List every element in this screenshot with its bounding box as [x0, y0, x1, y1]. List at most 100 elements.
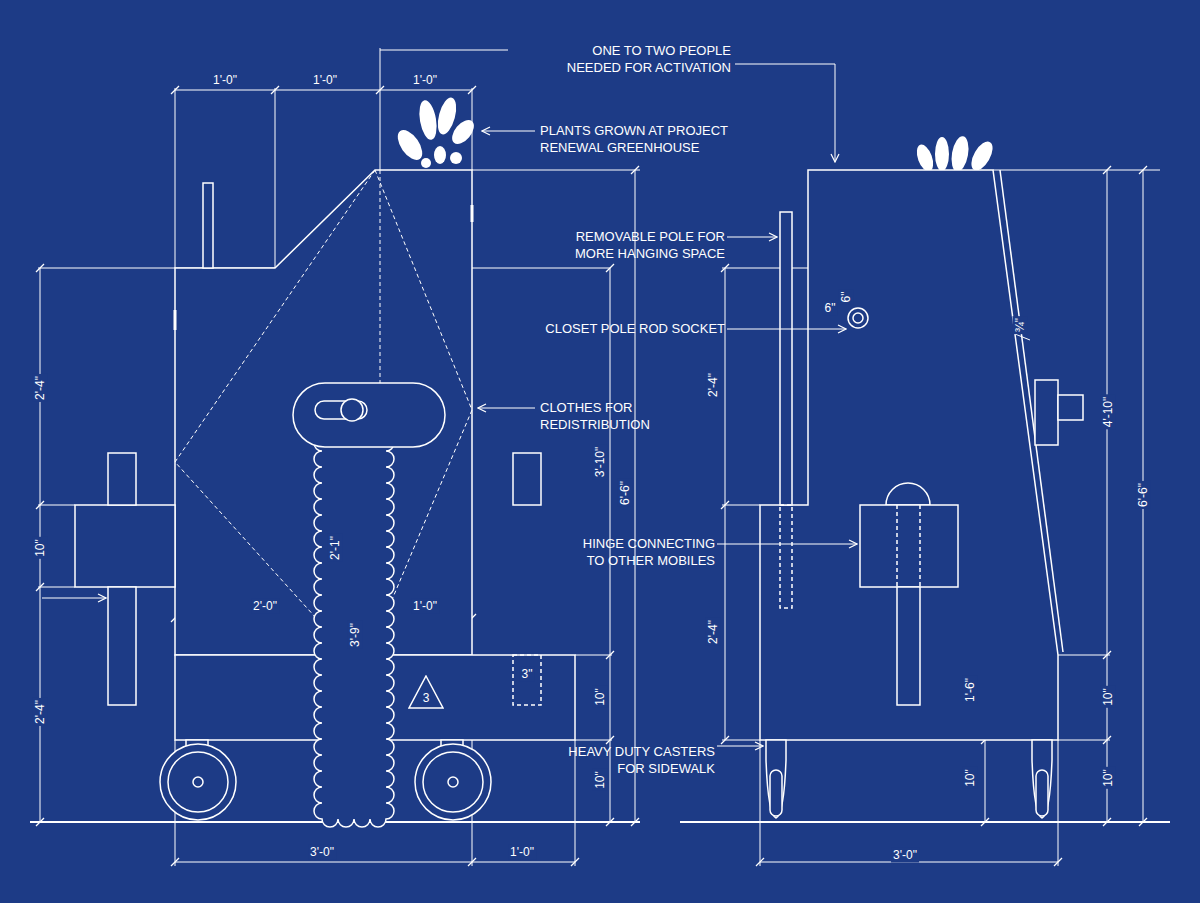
dimension-ticks: [1103, 651, 1111, 659]
dimension-ticks: [981, 818, 989, 826]
sidewalk-caster: [766, 740, 786, 818]
callout-note: ONE TO TWO PEOPLE NEEDED FOR ACTIVATION: [514, 42, 733, 76]
dimension-ticks: [376, 86, 384, 94]
callout-note: HINGE CONNECTING TO OTHER MOBILES: [563, 535, 717, 569]
dimension-text: 2'-4": [706, 618, 721, 646]
dimension-ticks: [606, 736, 614, 744]
mobile-front-elevation: [897, 587, 920, 705]
leader-line: [727, 329, 846, 330]
hanging-clothes: [314, 435, 394, 827]
plant-leaves: [967, 138, 997, 174]
leader-line: [42, 64, 857, 746]
sidewalk-caster: [766, 740, 1052, 818]
dimension-lines: [275, 88, 276, 268]
dimension-lines: [575, 655, 612, 656]
clothes-slot: [341, 399, 363, 421]
dimension-text: 6'-6": [618, 479, 633, 507]
dimension-lines: [380, 48, 381, 170]
dimension-text: 10": [963, 767, 978, 789]
mobile-front-elevation: [860, 505, 958, 587]
mobile-front-elevation: [780, 505, 792, 608]
dimension-ticks: [1054, 858, 1062, 866]
dimension-text: 2'-4": [33, 374, 48, 402]
dimension-lines: [1058, 655, 1110, 656]
dimension-text: 1'-0": [211, 73, 239, 88]
dimension-lines: [175, 88, 176, 268]
dimension-lines: [472, 88, 473, 170]
dimension-text: 6'-6": [1136, 481, 1151, 509]
mobile-front-elevation: [848, 308, 868, 328]
dimension-text: 3'-0": [308, 845, 336, 860]
dimension-ticks: [271, 86, 279, 94]
dimension-text: 1'-0": [411, 73, 439, 88]
caster-wheel: [448, 777, 458, 787]
plant-leaves: [448, 116, 478, 148]
dimension-ticks: [1139, 818, 1147, 826]
dimension-text: 1'-0": [411, 599, 439, 614]
caster-wheel: [160, 744, 236, 820]
callout-triangle: 3: [408, 675, 444, 709]
dimension-text: 10": [1101, 767, 1116, 789]
dimension-ticks: [606, 264, 614, 272]
dimension-text: 3'-0": [891, 848, 919, 863]
callout-number: 3: [423, 691, 430, 705]
dimension-ticks: [171, 86, 179, 94]
dimension-lines: [722, 740, 760, 741]
dimension-ticks: [631, 166, 639, 174]
dimension-lines: [575, 740, 612, 741]
dimension-ticks: [1103, 818, 1111, 826]
dimension-text: 10": [33, 537, 48, 559]
mobile-front-elevation: [919, 505, 921, 587]
dimension-text: 10": [1101, 686, 1116, 708]
dimension-ticks: [36, 501, 44, 509]
dimension-ticks: [571, 858, 579, 866]
ground-line: [680, 821, 1170, 823]
dimension-text: 1'-0": [508, 845, 536, 860]
mobile-side-elevation: [108, 587, 136, 705]
plant-leaves: [450, 152, 462, 164]
dimension-lines: [722, 268, 808, 269]
plant-leaves: [935, 137, 949, 171]
dimension-lines: [1107, 170, 1108, 822]
dimension-text: 3": [520, 667, 535, 682]
leader-line: [478, 408, 535, 409]
plant-leaves: [393, 96, 997, 174]
leader-line: [735, 64, 835, 162]
sidewalk-caster: [1036, 770, 1048, 816]
dimension-lines: [175, 90, 472, 91]
clothes-slot: [293, 383, 445, 447]
callout-note: CLOTHES FOR REDISTRIBUTION: [538, 399, 667, 433]
plant-leaves: [949, 135, 971, 173]
dimension-ticks: [171, 858, 179, 866]
dimension-text: 6": [839, 290, 854, 305]
dimension-lines: [635, 170, 636, 822]
dimension-ticks: [631, 818, 639, 826]
dimension-ticks: [1103, 166, 1111, 174]
dimension-text: 10": [593, 769, 608, 791]
dimension-text: 2'-1": [328, 534, 343, 562]
dimension-ticks: [36, 818, 44, 826]
mobile-front-elevation: [760, 170, 1058, 740]
dimension-ticks: [36, 86, 1147, 866]
dimension-text: 3'-10": [593, 445, 608, 480]
mobile-side-elevation: [75, 505, 175, 587]
plant-leaves: [421, 158, 431, 168]
dimension-lines: [38, 505, 75, 506]
callout-note: CLOSET POLE ROD SOCKET: [463, 320, 727, 337]
mobile-front-elevation: [886, 483, 930, 505]
leader-line: [727, 237, 777, 238]
ground-line: [30, 821, 1170, 823]
plant-leaves: [417, 99, 440, 141]
dimension-lines: [722, 505, 760, 506]
mobile-front-elevation: [1000, 170, 1063, 652]
dimension-lines: [472, 170, 640, 171]
dimension-text: 1'-6": [963, 676, 978, 704]
mobile-front-elevation: [896, 505, 898, 587]
mobile-side-elevation: [471, 205, 474, 222]
dimension-lines: [1058, 740, 1110, 741]
triangle-outline: [409, 676, 443, 708]
mobile-side-elevation: [203, 183, 213, 268]
leader-line: [717, 746, 763, 747]
callout-note: PLANTS GROWN AT PROJECT RENEWAL GREENHOU…: [538, 122, 752, 156]
